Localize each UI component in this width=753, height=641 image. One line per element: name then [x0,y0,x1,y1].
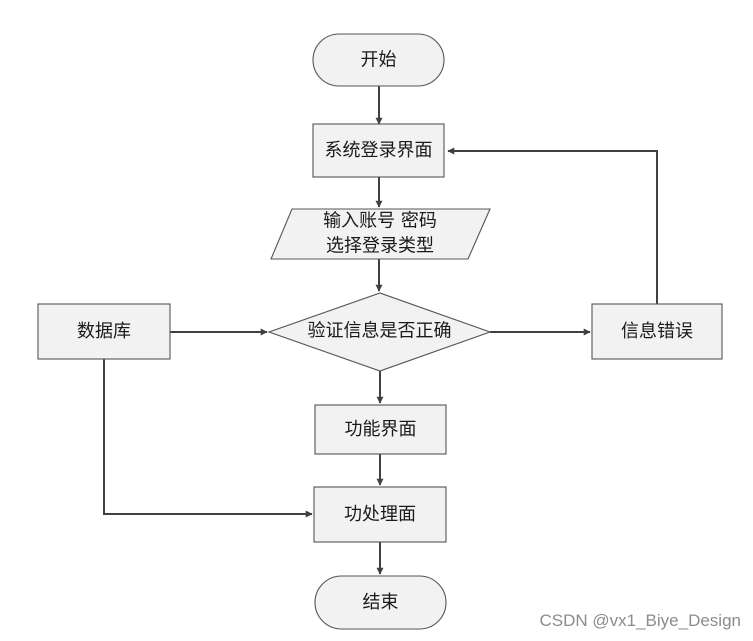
node-function-screen: 功能界面 [314,404,447,455]
node-process-screen-label: 功处理面 [344,504,416,525]
node-verify: 验证信息是否正确 [267,292,492,372]
node-input: 输入账号 密码 选择登录类型 [270,208,491,260]
node-start: 开始 [312,33,445,87]
node-error-label: 信息错误 [621,321,693,342]
node-input-label-line2: 选择登录类型 [326,236,434,257]
node-end: 结束 [314,575,447,630]
node-process-screen: 功处理面 [313,486,447,543]
edge-error-to-login [447,147,658,304]
node-verify-label: 验证信息是否正确 [308,321,452,342]
node-database: 数据库 [37,303,171,360]
node-error: 信息错误 [591,303,723,360]
node-end-label: 结束 [363,592,399,613]
edge-database-to-process [103,359,313,518]
node-database-label: 数据库 [77,321,131,342]
node-start-label: 开始 [361,50,397,71]
node-input-label-line1: 输入账号 密码 [323,211,437,232]
node-login-screen: 系统登录界面 [312,123,445,178]
node-login-screen-label: 系统登录界面 [325,140,433,161]
node-function-screen-label: 功能界面 [345,419,417,440]
watermark: CSDN @vx1_Biye_Design [539,611,741,630]
